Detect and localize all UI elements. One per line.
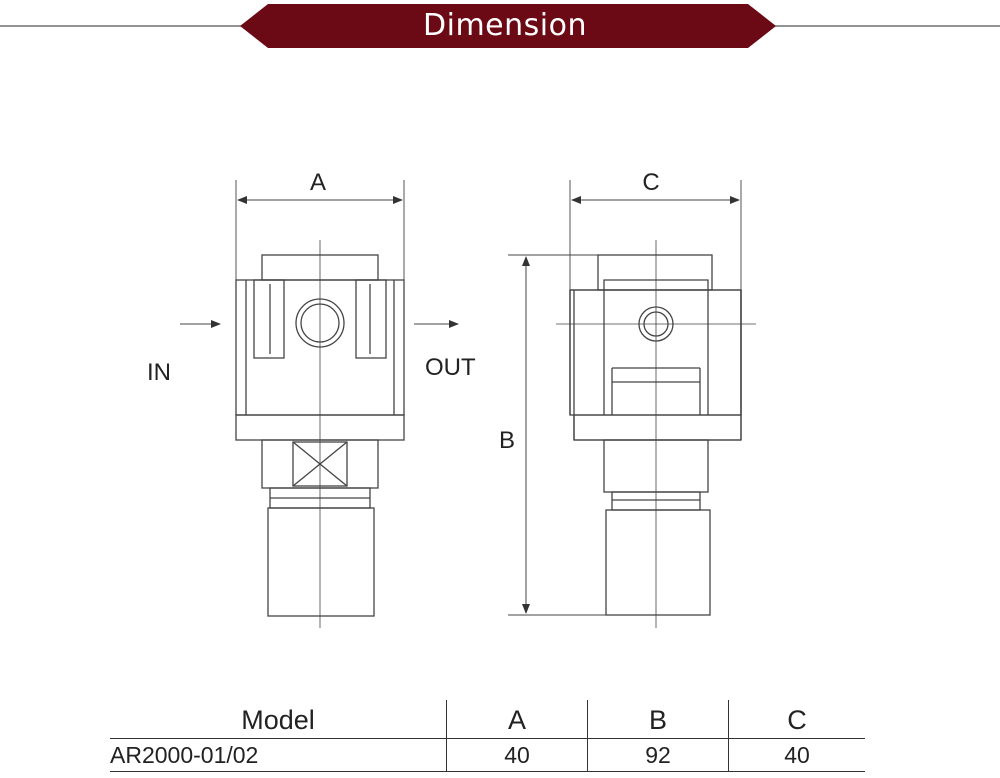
title-banner [0, 4, 1000, 48]
table-header-row: Model A B C [110, 700, 865, 739]
side-view [508, 180, 756, 628]
cell-b: 92 [587, 738, 729, 772]
column-header-model: Model [110, 700, 447, 739]
banner-shape [240, 4, 776, 48]
table-row: AR2000-01/02 40 92 40 [110, 738, 865, 772]
dimension-a-label: A [310, 169, 326, 196]
dimension-c-label: C [642, 169, 659, 196]
front-view [180, 180, 459, 628]
column-header-a: A [446, 700, 588, 739]
outlet-label: OUT [425, 354, 476, 381]
cell-model: AR2000-01/02 [110, 738, 447, 772]
cell-c: 40 [728, 738, 865, 772]
dimension-drawing: A C B IN OUT [147, 169, 756, 628]
cell-a: 40 [446, 738, 588, 772]
inlet-label: IN [147, 359, 171, 386]
column-header-c: C [728, 700, 865, 739]
column-header-b: B [587, 700, 729, 739]
dimension-table: Model A B C AR2000-01/02 40 92 40 [110, 700, 865, 772]
dimension-b-label: B [499, 427, 515, 454]
page-title: Dimension [423, 8, 587, 43]
